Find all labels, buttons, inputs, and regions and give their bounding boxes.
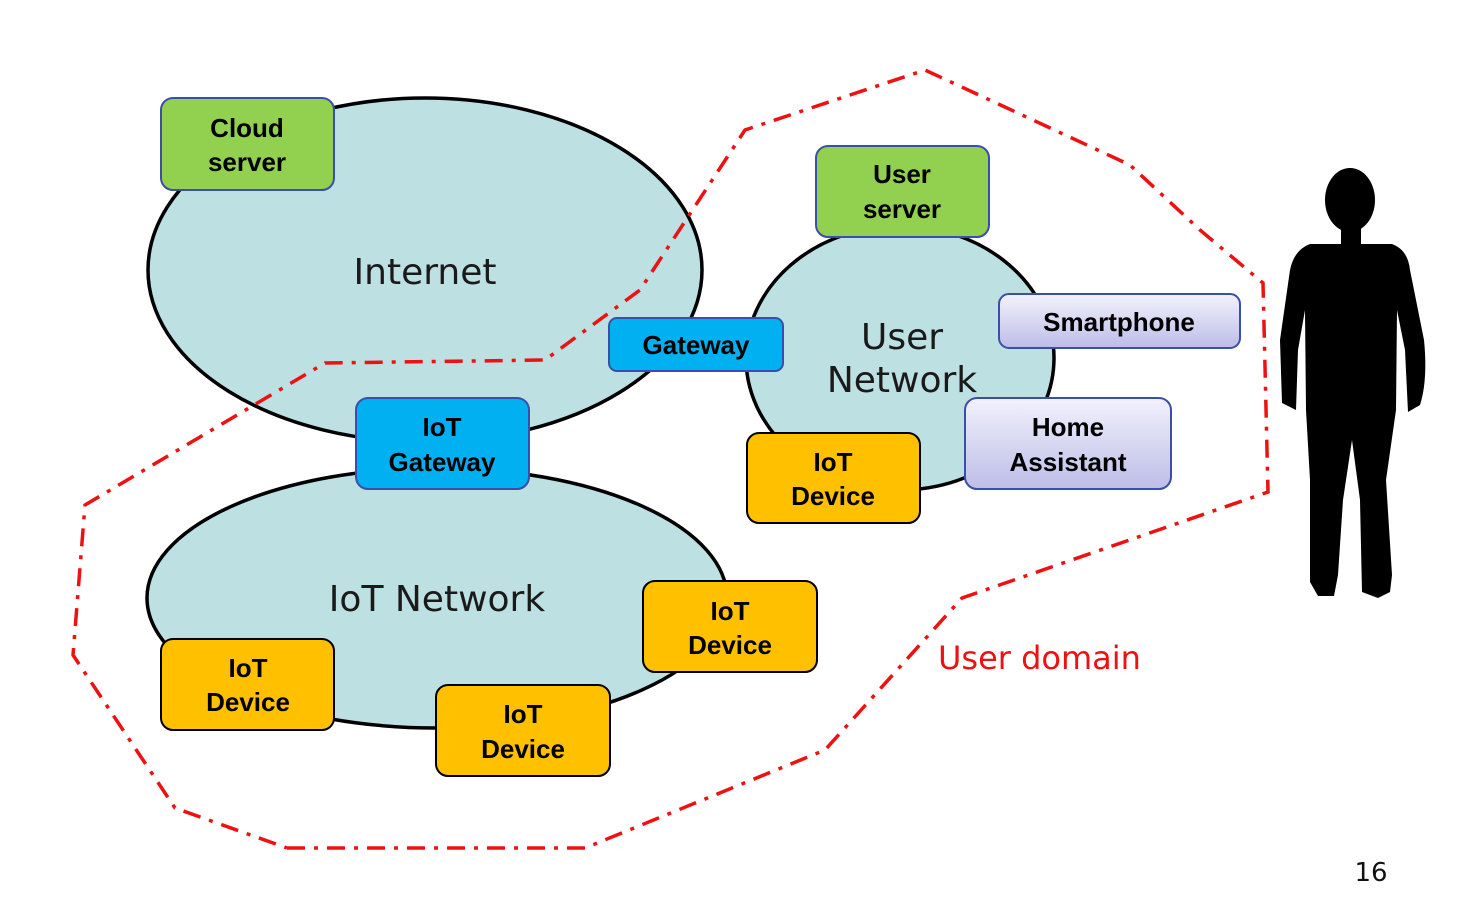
iot-device-node: IoT Device	[160, 638, 335, 731]
user-server-line2: server	[863, 194, 941, 224]
iot-network-label: IoT Network	[329, 579, 546, 620]
iot-device-node: IoT Device	[435, 684, 611, 777]
smartphone-node: Smartphone	[998, 293, 1241, 349]
iot-device-line1: IoT	[229, 653, 268, 683]
cloud-server-node: Cloud server	[160, 97, 335, 191]
iot-device-line2: Device	[791, 481, 875, 511]
gateway-node: Gateway	[608, 317, 784, 372]
user-domain-boundary	[71, 68, 1270, 850]
iot-gateway-line2: Gateway	[389, 447, 496, 477]
smartphone-label: Smartphone	[1043, 307, 1195, 337]
home-assistant-line2: Assistant	[1009, 447, 1126, 477]
home-assistant-line1: Home	[1032, 412, 1104, 442]
iot-device-line2: Device	[481, 734, 565, 764]
page-number: 16	[1354, 858, 1387, 888]
user-network-label-line2: Network	[827, 360, 977, 401]
gateway-label: Gateway	[643, 330, 750, 360]
iot-device-line1: IoT	[711, 596, 750, 626]
iot-device-line2: Device	[688, 630, 772, 660]
iot-device-line1: IoT	[814, 447, 853, 477]
iot-device-line1: IoT	[504, 699, 543, 729]
internet-label: Internet	[354, 252, 497, 293]
cloud-server-line2: server	[208, 147, 286, 177]
cloud-server-line1: Cloud	[210, 113, 284, 143]
user-domain-label: User domain	[938, 639, 1141, 677]
user-network-label-line1: User	[861, 317, 943, 358]
home-assistant-node: Home Assistant	[964, 397, 1172, 490]
iot-device-node: IoT Device	[642, 580, 818, 673]
person-silhouette-icon	[1280, 168, 1426, 598]
iot-device-node: IoT Device	[746, 432, 921, 524]
user-server-line1: User	[873, 159, 931, 189]
iot-gateway-line1: IoT	[423, 412, 462, 442]
iot-device-line2: Device	[206, 687, 290, 717]
iot-gateway-node: IoT Gateway	[355, 397, 530, 490]
user-server-node: User server	[815, 145, 990, 238]
